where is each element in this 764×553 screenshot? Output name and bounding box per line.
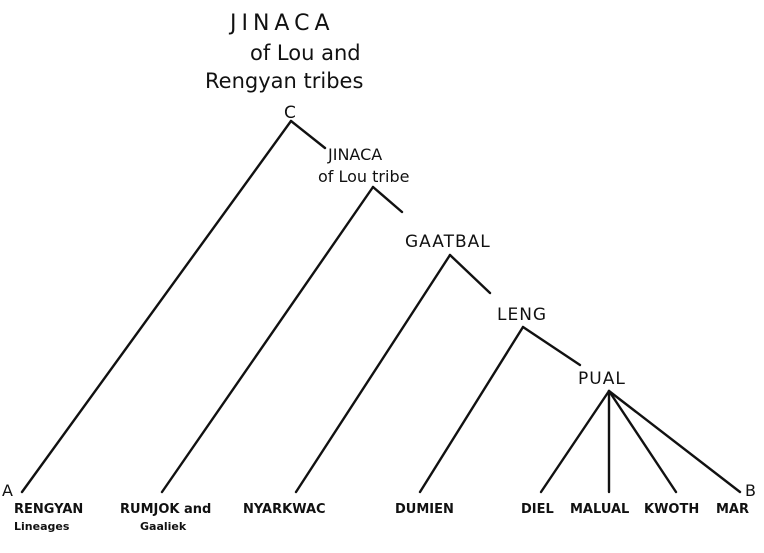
branch-kwoth	[607, 389, 678, 494]
corner-label-a: A	[2, 481, 13, 500]
branch-diel	[539, 389, 611, 494]
node-gaatbal: GAATBAL	[405, 232, 491, 252]
top-node-title-line3: Rengyan tribes	[205, 69, 363, 93]
leaf-malual: MALUAL	[570, 502, 629, 517]
branch-dumien	[418, 325, 525, 494]
top-node-letter: C	[284, 103, 297, 123]
connector-leng-to-pual	[521, 325, 582, 367]
node-jinaca-lou-line1: JINACA	[327, 145, 382, 164]
branch-rengyan	[20, 119, 293, 494]
branch-mar	[607, 389, 742, 494]
leaf-rengyan: RENGYAN	[14, 502, 83, 517]
connector-c-to-jinaca-lou	[289, 119, 327, 150]
connector-gaatbal-to-leng	[448, 253, 492, 295]
branch-nyarkwac	[294, 253, 452, 494]
node-jinaca-lou-line2: of Lou tribe	[318, 167, 409, 186]
leaf-nyarkwac: NYARKWAC	[243, 502, 326, 517]
leaf-mar: MAR	[716, 502, 749, 517]
top-node-title-line2: of Lou and	[250, 41, 361, 65]
top-node-title-line1: JINACA	[228, 11, 335, 36]
corner-label-b: B	[745, 481, 756, 500]
node-pual: PUAL	[578, 369, 626, 389]
leaf-kwoth: KWOTH	[644, 502, 699, 517]
leaf-rengyan-sub: Lineages	[14, 520, 70, 533]
leaf-rumjok: RUMJOK and	[120, 502, 211, 517]
leaf-rumjok-sub: Gaaliek	[140, 520, 187, 533]
branch-rumjok	[160, 185, 375, 494]
node-leng: LENG	[497, 305, 547, 325]
leaf-diel: DIEL	[521, 502, 554, 517]
leaf-dumien: DUMIEN	[395, 502, 454, 517]
connector-jinaca-lou-to-gaatbal	[371, 185, 404, 214]
